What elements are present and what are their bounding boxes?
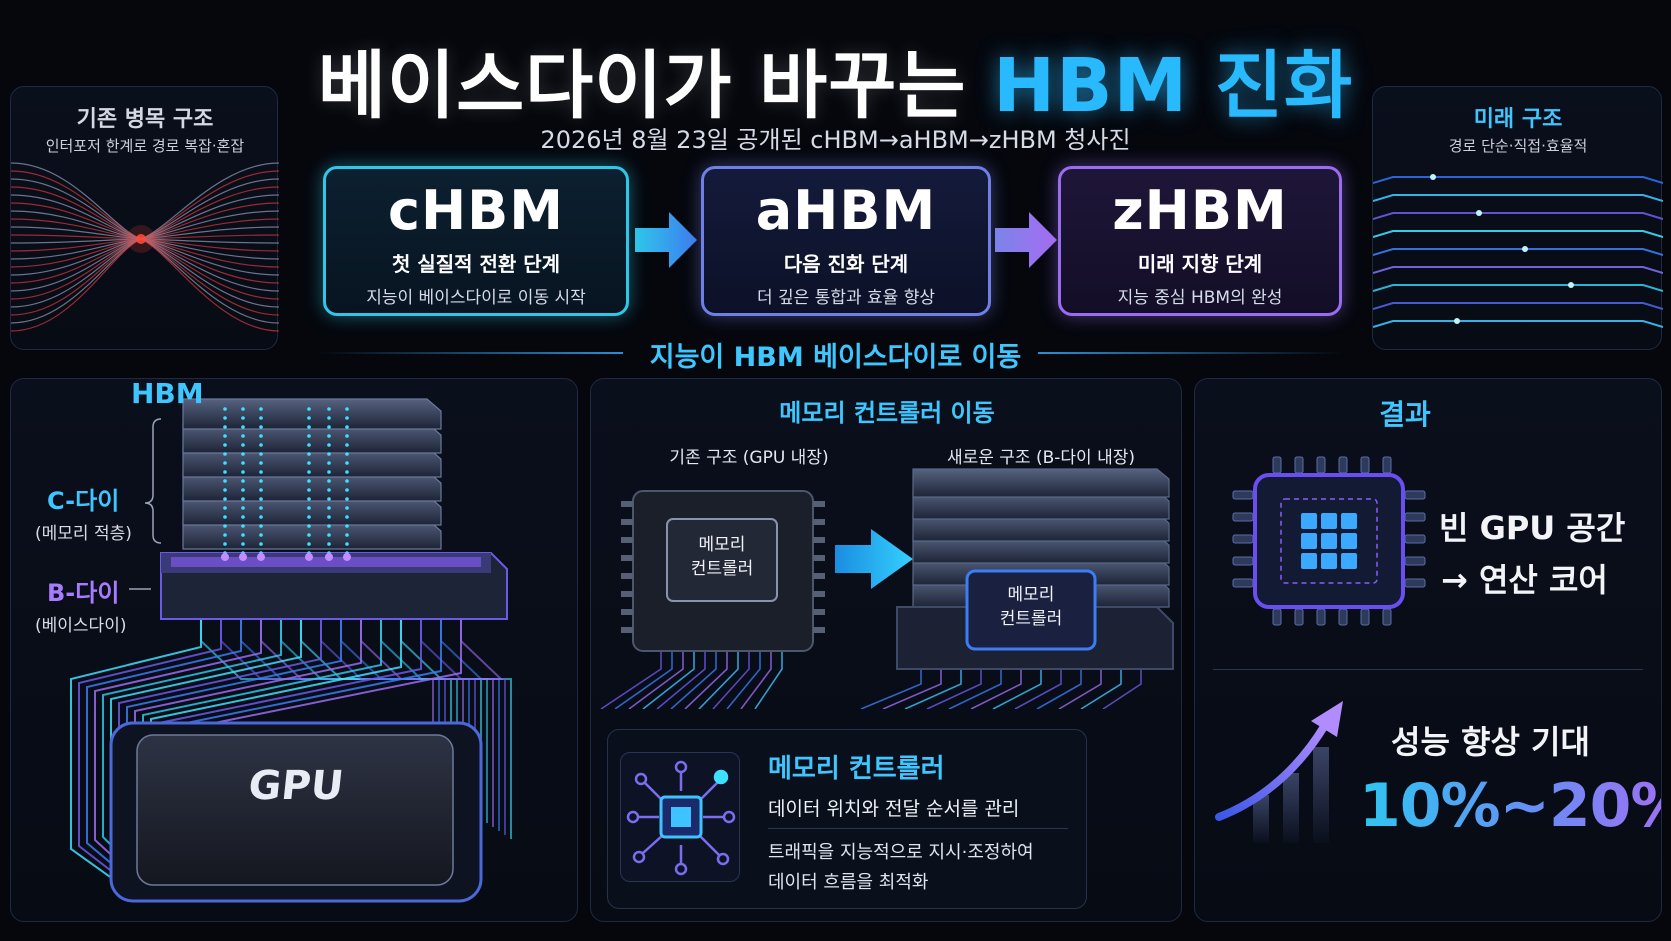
arrow-right-icon: [995, 212, 1057, 268]
gpu-space-line1: 빈 GPU 공간: [1439, 509, 1626, 547]
stage-name: aHBM: [755, 179, 937, 242]
new-structure-label: 새로운 구조 (B-다이 내장): [946, 448, 1136, 468]
result-panel: 결과 빈 GPU 공간 → 연산 코어 성능 향상 기대 10%~20%: [1194, 378, 1662, 922]
old-chip-label: 메모리 컨트롤러: [690, 535, 754, 579]
divider-line-left: [318, 352, 623, 354]
c-die-sublabel: (메모리 적층): [35, 524, 132, 544]
page-title: 베이스다이가 바꾸는 HBM 진화: [317, 43, 1354, 129]
future-structure-subtitle: 경로 단순·직접·효율적: [1448, 137, 1588, 155]
legacy-structure-panel: 기존 병목 구조 인터포저 한계로 경로 복잡·혼잡: [10, 86, 279, 350]
stage-name: zHBM: [1112, 179, 1288, 242]
bottleneck-lines-graphic: [11, 162, 279, 332]
info-title: 메모리 컨트롤러: [768, 754, 945, 784]
info-line-2: 트래픽을 지능적으로 지시·조정하여: [768, 842, 1034, 863]
info-line-3: 데이터 흐름을 최적화: [768, 872, 929, 893]
c-die-label: C-다이: [47, 487, 120, 515]
stage-line2: 지능 중심 HBM의 완성: [1117, 288, 1283, 308]
memory-controller-panel: 메모리 컨트롤러 이동 기존 구조 (GPU 내장) 새로운 구조 (B-다이 …: [590, 378, 1182, 922]
result-divider: [1213, 669, 1643, 670]
arrow-right-icon: [635, 212, 697, 268]
legacy-structure-subtitle: 인터포저 한계로 경로 복잡·혼잡: [45, 137, 245, 155]
performance-label: 성능 향상 기대: [1391, 723, 1590, 761]
stage-zhbm: zHBM 미래 지향 단계 지능 중심 HBM의 완성: [1058, 166, 1342, 316]
info-line-1: 데이터 위치와 전달 순서를 관리: [768, 798, 1020, 820]
future-structure-panel: 미래 구조 경로 단순·직접·효율적: [1372, 86, 1663, 350]
hbm-label: HBM: [131, 378, 204, 410]
stage-line1: 미래 지향 단계: [1137, 252, 1263, 276]
old-structure-label: 기존 구조 (GPU 내장): [669, 448, 829, 468]
center-label: 지능이 HBM 베이스다이로 이동: [649, 342, 1022, 373]
divider-line-right: [1038, 352, 1343, 354]
future-lines-graphic: [1373, 174, 1663, 328]
b-die-label: B-다이: [47, 579, 120, 607]
stage-line1: 첫 실질적 전환 단계: [391, 252, 561, 276]
legacy-structure-title: 기존 병목 구조: [76, 107, 214, 132]
stage-name: cHBM: [387, 179, 565, 242]
new-chip-label: 메모리 컨트롤러: [999, 585, 1063, 629]
stage-line1: 다음 진화 단계: [783, 252, 909, 276]
b-die-sublabel: (베이스다이): [35, 616, 127, 636]
result-title: 결과: [1379, 398, 1431, 431]
hbm-structure-panel: HBM C-다이 (메모리 적층) B-다이 (베이스다이) GPU: [10, 378, 578, 922]
stage-ahbm: aHBM 다음 진화 단계 더 깊은 통합과 효율 향상: [701, 166, 991, 316]
hbm-stack-diagram: [70, 398, 512, 903]
processor-network-icon: [620, 752, 740, 882]
performance-value: 10%~20%: [1359, 771, 1661, 841]
growth-chart-icon: [1215, 701, 1343, 843]
gpu-chip-icon: [1232, 456, 1426, 626]
memory-controller-info-card: 메모리 컨트롤러 데이터 위치와 전달 순서를 관리 트래픽을 지능적으로 지시…: [607, 729, 1087, 909]
memory-controller-diagram: [600, 468, 1174, 709]
memory-controller-title: 메모리 컨트롤러 이동: [779, 399, 995, 427]
info-divider: [768, 828, 1068, 829]
page-subtitle: 2026년 8월 23일 공개된 cHBM→aHBM→zHBM 청사진: [540, 126, 1131, 154]
stage-line2: 지능이 베이스다이로 이동 시작: [366, 288, 586, 308]
gpu-space-line2: → 연산 코어: [1441, 561, 1608, 599]
future-structure-title: 미래 구조: [1473, 107, 1563, 132]
stage-chbm: cHBM 첫 실질적 전환 단계 지능이 베이스다이로 이동 시작: [323, 166, 629, 316]
gpu-label: GPU: [246, 763, 346, 809]
stage-line2: 더 깊은 통합과 효율 향상: [756, 288, 935, 308]
